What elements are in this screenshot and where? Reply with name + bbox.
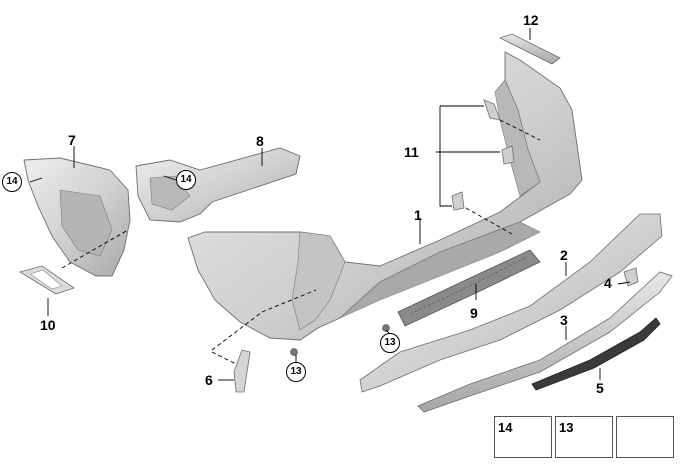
part-3-trim-strip: [417, 271, 673, 413]
label-part-1: 1: [414, 207, 422, 223]
part-9-carrier: [397, 249, 541, 327]
legend-box-wedge: [616, 416, 674, 458]
part-4-bracket: [623, 267, 639, 287]
legend-label-13: 13: [559, 420, 574, 435]
part-5-dark-strip: [531, 317, 661, 391]
fastener-13-small: [290, 324, 390, 356]
label-part-7: 7: [68, 132, 76, 148]
label-part-8: 8: [256, 133, 264, 149]
label-part-11: 11: [404, 144, 419, 160]
part-2-diffuser: [359, 213, 663, 393]
legend-box-13: 13: [555, 416, 613, 458]
circled-label-14-left: 14: [2, 172, 22, 192]
part-10-frame: [19, 265, 75, 295]
legend-box-14: 14: [494, 416, 552, 458]
part-8-bracket-rail: [135, 147, 301, 223]
label-part-10: 10: [40, 317, 56, 333]
part-7-left-bracket: [23, 157, 131, 277]
label-part-4: 4: [604, 275, 612, 291]
label-part-12: 12: [523, 12, 539, 28]
label-part-5: 5: [596, 380, 604, 396]
label-part-9: 9: [470, 305, 478, 321]
part-6-reflector: [233, 349, 251, 393]
label-part-3: 3: [560, 312, 568, 328]
label-part-6: 6: [205, 372, 213, 388]
legend-label-14: 14: [498, 420, 513, 435]
dash-lines: [61, 119, 541, 365]
circled-label-13-lower: 13: [286, 362, 306, 382]
circled-label-14-right: 14: [176, 170, 196, 190]
part-12-spoiler: [498, 33, 561, 65]
label-part-2: 2: [560, 247, 568, 263]
circled-label-13-upper: 13: [380, 333, 400, 353]
part-1-bumper-cover: [187, 51, 583, 341]
part-11-clips: [451, 99, 515, 211]
